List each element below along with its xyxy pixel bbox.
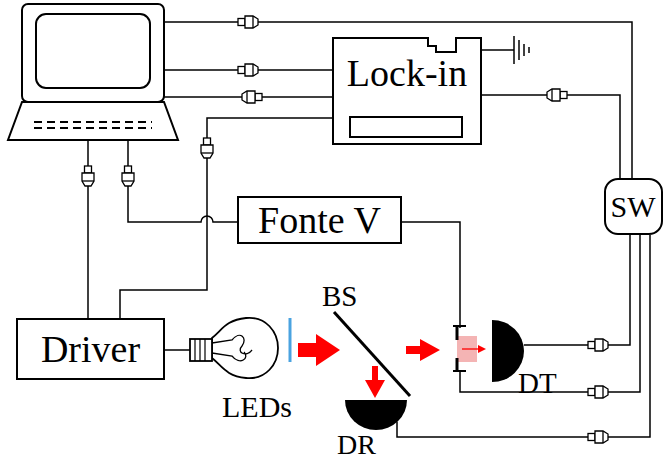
box-outline [333, 38, 481, 144]
box-label: Fonte V [258, 201, 381, 239]
plug-connector [238, 16, 258, 28]
plug-connector [547, 89, 567, 101]
driver-box: Driver [16, 318, 165, 380]
front-panel [350, 117, 462, 137]
monitor [22, 4, 164, 102]
ground-symbol [514, 36, 529, 64]
wire [165, 349, 190, 351]
box-label: Lock-in [347, 54, 467, 92]
box-label: Driver [41, 330, 140, 368]
light-beam [406, 339, 440, 361]
wire [128, 140, 237, 222]
keyboard-base [8, 102, 178, 140]
detector-label: DT [518, 369, 557, 398]
wire [402, 222, 460, 328]
sample [457, 336, 477, 362]
plug-connector [82, 166, 94, 186]
keys [34, 127, 152, 129]
bulb-socket [190, 339, 212, 361]
detector: DT [490, 320, 524, 382]
detector-shape [345, 400, 407, 430]
bulb-glass [212, 318, 278, 378]
power-supply-box: Fonte V [237, 196, 402, 244]
box-label: SW [611, 192, 656, 222]
filter [289, 318, 292, 362]
plug-connector [122, 166, 134, 186]
plug-connector [242, 91, 262, 103]
ground-wire [482, 49, 514, 51]
holder-bar [453, 325, 466, 327]
detector-shape [345, 400, 407, 430]
light-beam [365, 366, 385, 398]
sample-holder [453, 326, 486, 372]
computer [8, 4, 178, 140]
socket-thread [195, 339, 205, 361]
component-label: LEDs [222, 392, 292, 422]
detector: DR [345, 400, 407, 430]
holder-bar [456, 326, 459, 340]
plug-connector [201, 138, 213, 158]
plug-connector [588, 386, 608, 398]
signal-cable [482, 95, 620, 178]
detector-label: DR [337, 431, 376, 459]
switch-box: SW [604, 178, 663, 235]
wire [164, 22, 632, 178]
wires [88, 22, 640, 392]
component-label: BS [322, 282, 357, 311]
led-bulb [190, 318, 278, 378]
instrument-box: Lock-in [332, 37, 482, 145]
holder-bar [453, 370, 466, 372]
probe-beam-head [478, 345, 486, 353]
probe-beam [462, 348, 478, 349]
keys [34, 121, 152, 123]
plug-connector [588, 339, 608, 351]
holder-bar [456, 358, 459, 372]
signal-cable [524, 235, 630, 345]
plug-connector [238, 64, 258, 76]
signal-cable [397, 235, 650, 437]
light-beam [298, 334, 340, 366]
screen [36, 14, 150, 88]
filament [212, 335, 252, 360]
plug-connector [588, 431, 608, 443]
